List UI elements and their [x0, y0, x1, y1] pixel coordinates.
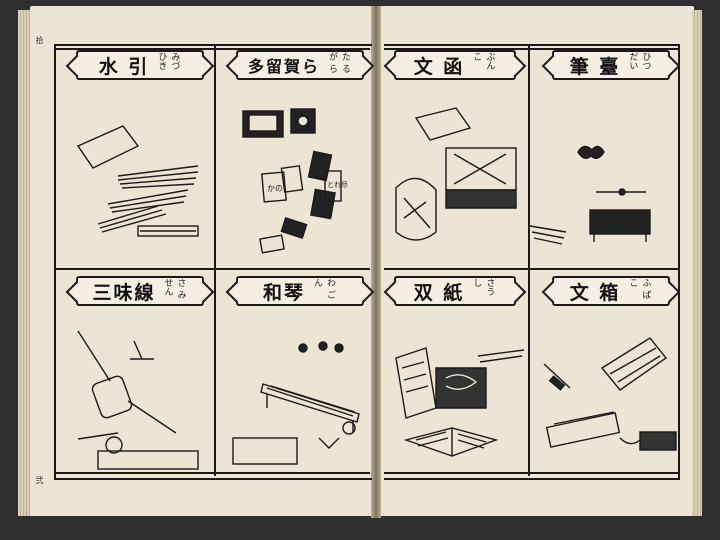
label-kanji: 双 紙	[413, 281, 465, 304]
label-kana: さう し	[471, 278, 495, 296]
page-edge-right	[692, 10, 702, 516]
open-books-icon	[395, 347, 525, 457]
card-label-b: とれ尽	[327, 181, 348, 189]
label-kana: ふ ばこ	[627, 278, 651, 299]
left-page	[30, 6, 373, 516]
label-kanji: 文 箱	[569, 281, 621, 304]
label-kana: ひつ だい	[627, 52, 651, 70]
label-kana: た る が ら	[327, 52, 350, 73]
brush-stand-icon	[529, 145, 651, 245]
label-kanji: 三味線	[92, 281, 156, 304]
book-gutter	[371, 6, 381, 518]
label-kana: わ ごん	[312, 278, 335, 299]
left-center-divider	[214, 46, 216, 476]
label-kanji: 水 引	[98, 55, 150, 78]
label-kana: ぶん こ	[471, 52, 495, 70]
letter-box-icon	[395, 107, 517, 241]
right-bottom-double-rule	[384, 472, 678, 474]
left-bottom-double-rule	[54, 472, 370, 474]
label-soushi: 双 紙 さう し	[394, 276, 516, 306]
label-mizuhiki: 水 引 みづ ひき	[76, 50, 204, 80]
label-bunko: 文 函 ぶん こ	[394, 50, 516, 80]
label-fubako: 文 箱 ふ ばこ	[552, 276, 670, 306]
label-tarugara: 多留賀ら た る が ら	[236, 50, 364, 80]
label-kanji: 多留賀ら	[247, 57, 320, 76]
lacquer-boxes-and-cards-icon: かの とれ尽	[242, 108, 348, 254]
label-shamisen: 三味線 さ み せん	[76, 276, 204, 306]
label-kana: さ み せん	[162, 278, 186, 299]
right-page	[379, 6, 694, 516]
mizuhiki-cords-icon	[76, 125, 199, 237]
label-wagon: 和琴 わ ごん	[236, 276, 364, 306]
left-top-double-rule	[54, 48, 370, 50]
right-top-double-rule	[384, 48, 678, 50]
label-hitsudai: 筆 臺 ひつ だい	[552, 50, 670, 80]
left-middle-rule	[54, 268, 370, 270]
spine-mark-top: 拾	[35, 36, 44, 44]
label-kanji: 筆 臺	[569, 55, 621, 78]
label-kanji: 和琴	[262, 281, 305, 304]
right-middle-rule	[384, 268, 678, 270]
shamisen-icon	[77, 330, 199, 470]
left-grid-frame	[54, 44, 372, 480]
open-book: 拾 弐 水 引 みづ ひき 多留賀ら た る が ら	[18, 6, 702, 530]
card-label-a: かの	[267, 184, 283, 193]
label-kanji: 文 函	[413, 55, 465, 78]
right-grid-frame	[384, 44, 680, 480]
koto-zither-icon	[232, 341, 360, 465]
right-center-divider	[528, 46, 530, 476]
page-edge-left	[18, 10, 32, 516]
label-kana: みづ ひき	[156, 52, 180, 70]
spine-mark-bottom: 弐	[35, 476, 44, 484]
letter-case-icon	[543, 337, 677, 451]
